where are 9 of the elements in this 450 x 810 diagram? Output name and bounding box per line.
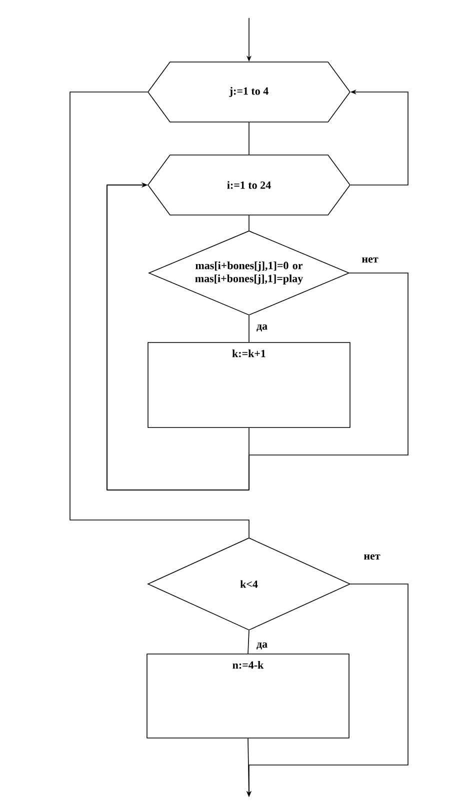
loop-hexagon: j:=1 to 4 xyxy=(148,62,350,122)
edge-label: да xyxy=(255,641,269,651)
arrow xyxy=(106,182,250,490)
loop-hexagon: i:=1 to 24 xyxy=(148,154,350,216)
edge-label: нет xyxy=(362,553,382,561)
edge-label: нет xyxy=(360,256,380,264)
edge-label: да xyxy=(255,323,269,333)
process-box: n:=4-k xyxy=(146,654,350,738)
process-box: k:=k+1 xyxy=(148,342,350,428)
